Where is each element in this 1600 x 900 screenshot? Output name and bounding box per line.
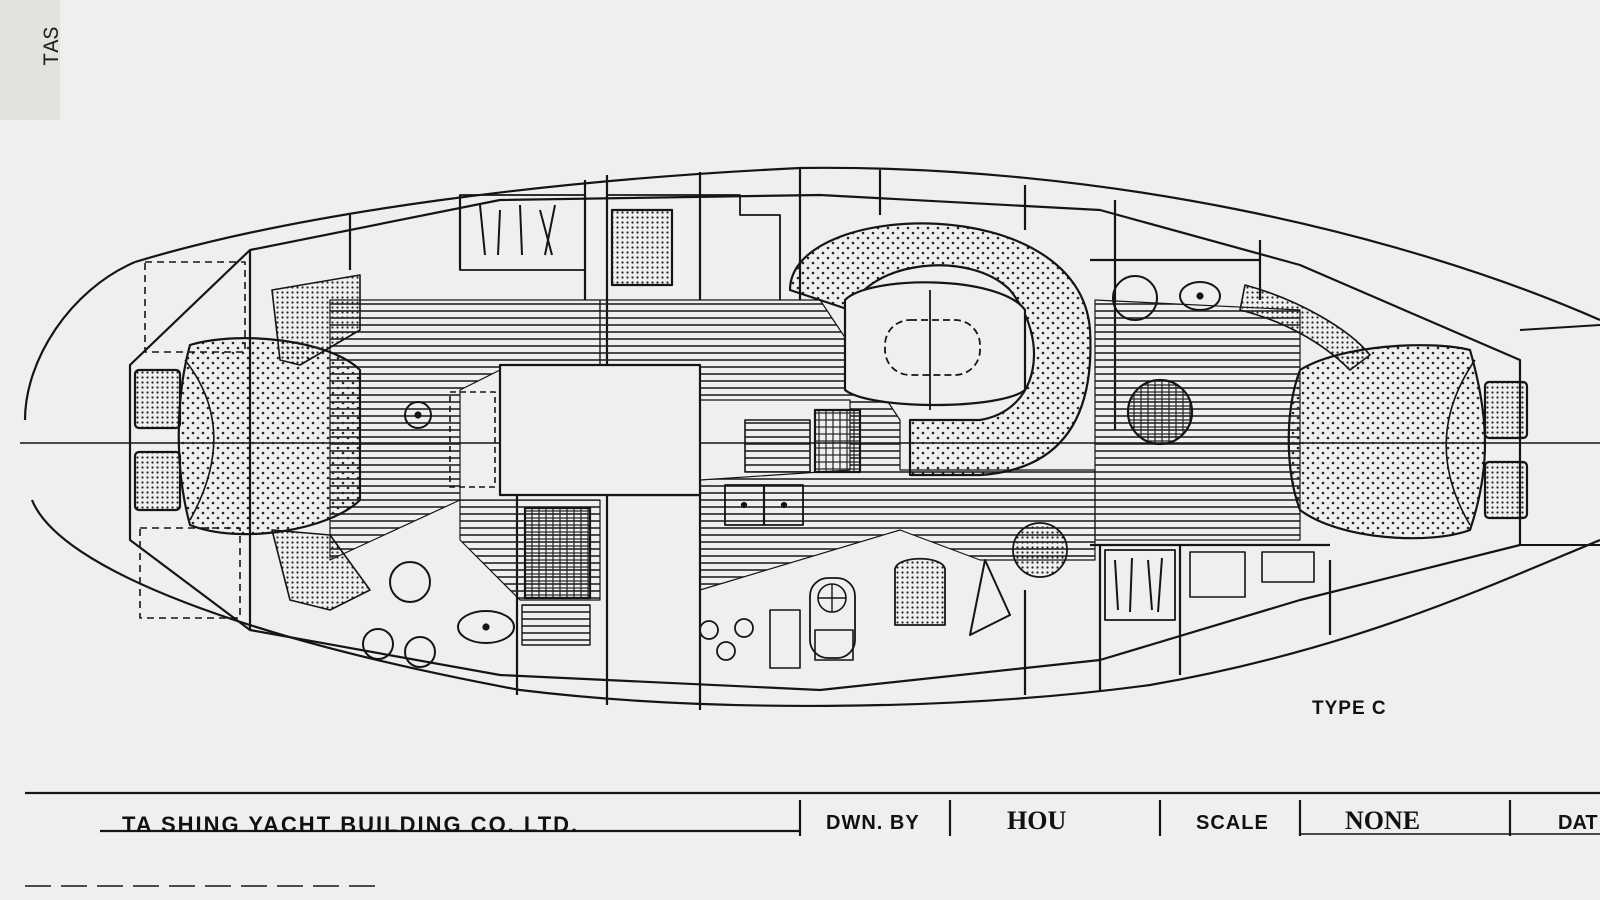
- drawn-by-value: HOU: [1007, 806, 1067, 835]
- hatch-forward-2: [133, 450, 182, 512]
- scale-label: SCALE: [1196, 812, 1269, 834]
- company-name: TA SHING YACHT BUILDING CO. LTD.: [122, 812, 580, 837]
- scale-value: NONE: [1345, 806, 1421, 835]
- shower-drain: [1126, 378, 1194, 446]
- v-berth-aft: [1287, 344, 1487, 540]
- corner-note: TAS: [40, 26, 65, 66]
- saloon-settee: [788, 222, 1092, 477]
- locker-shaded: [610, 208, 674, 287]
- hatch-aft-2: [1483, 460, 1529, 520]
- date-label: DAT: [1558, 812, 1598, 834]
- v-berth-forward: [177, 337, 362, 536]
- hatch-forward-1: [133, 368, 182, 430]
- hatch-aft-1: [1483, 380, 1529, 440]
- hull-outline: [134, 166, 1600, 322]
- cabin-sole-aft: [1094, 299, 1301, 541]
- drawn-by-label: DWN. BY: [826, 812, 920, 834]
- type-label: TYPE C: [1312, 698, 1387, 719]
